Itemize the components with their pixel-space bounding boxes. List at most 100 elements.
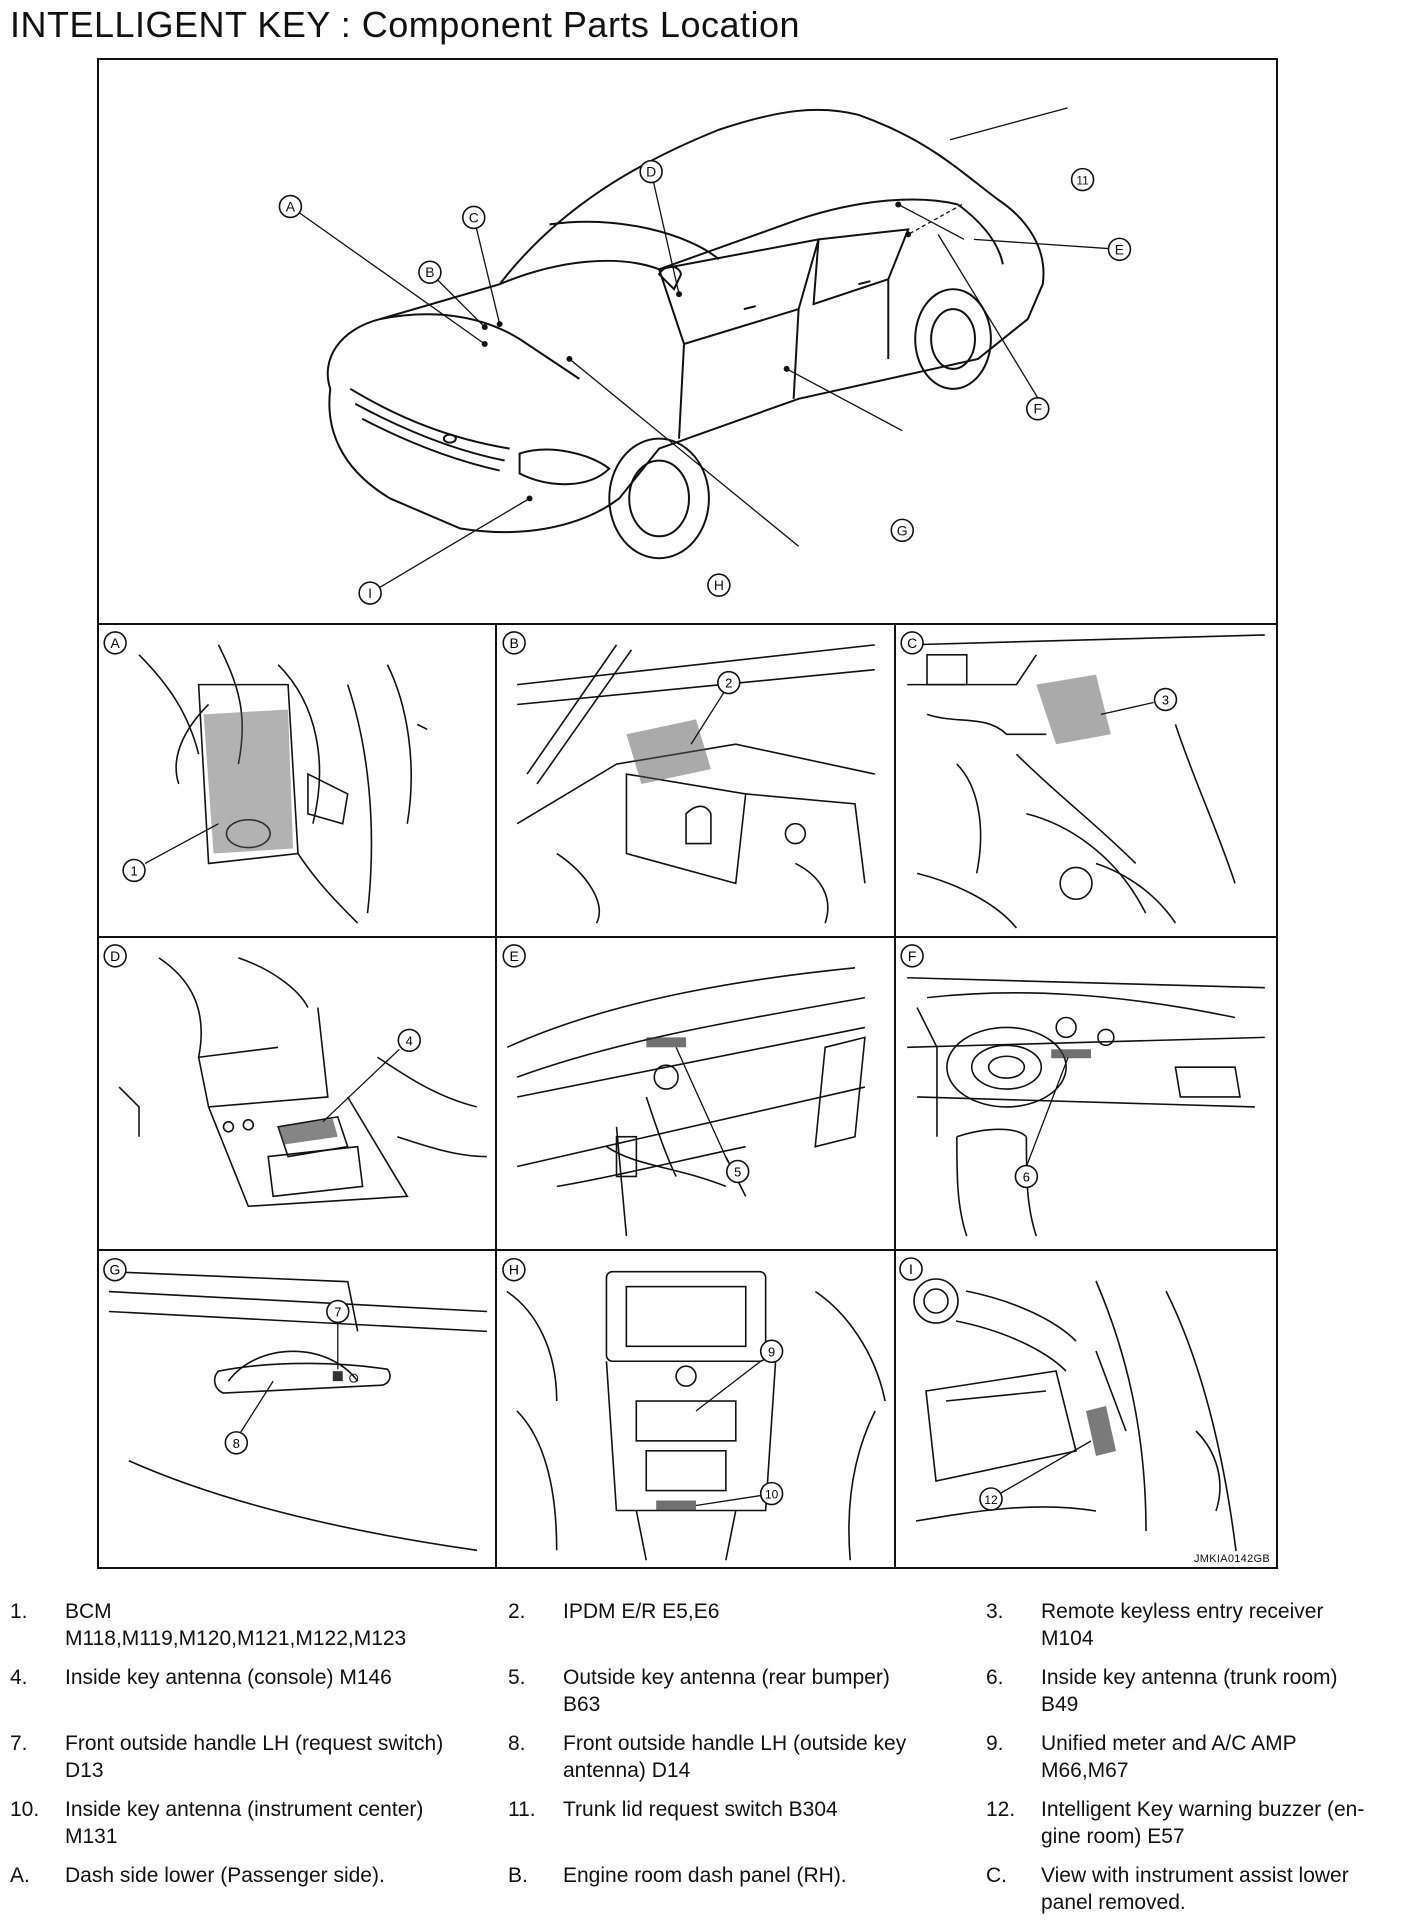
legend-number: 9. [986,1732,1004,1755]
legend-item: 10. Inside key antenna (instrument center… [10,1796,508,1850]
callout-overview-e [1107,237,1132,262]
legend-item: 7. Front outside handle LH (request switc… [10,1730,508,1784]
callout-overview-11 [1070,167,1095,192]
legend-item: 9. Unified meter and A/C AMP M66,M67 [986,1730,1400,1784]
vehicle-overview-drawing: A B C D E F G H I 11 [278,107,1132,605]
legend-text: IPDM E/R E5,E6 [563,1600,720,1623]
legend-item: 3. Remote keyless entry receiver M104 [986,1598,1400,1652]
callout-label: G [897,522,908,538]
legend-text: BCM M118,M119,M120,M121,M122,M123 [65,1600,407,1650]
legend-number: 8. [508,1732,526,1755]
callout-label: 12 [984,1493,998,1507]
legend-item: 11. Trunk lid request switch B304 [508,1796,986,1850]
legend: 1. BCM M118,M119,M120,M121,M122,M123 2. IP… [10,1598,1400,1928]
panel-letter: B [510,635,519,651]
detail-panel-a: A 1 [99,625,497,938]
page-title: INTELLIGENT KEY : Component Parts Locati… [10,4,801,45]
legend-item: B. Engine room dash panel (RH). [508,1862,986,1916]
legend-item: C. View with instrument assist lower pan… [986,1862,1400,1916]
legend-number: 4. [10,1666,28,1689]
panel-letter: G [110,1262,121,1278]
callout-label: 1 [130,863,137,878]
legend-row: 7. Front outside handle LH (request switc… [10,1730,1400,1784]
callout-label: I [368,585,372,601]
callout-label: 9 [768,1344,775,1359]
legend-number: 11. [508,1798,536,1821]
legend-text: Dash side lower (Passenger side). [65,1864,385,1887]
component-location-figure: A B C D E F G H I 11 [97,58,1278,1569]
legend-number: 5. [508,1666,526,1689]
legend-item: 4. Inside key antenna (console) M146 [10,1664,508,1718]
callout-label: 11 [1076,174,1089,188]
legend-row: 1. BCM M118,M119,M120,M121,M122,M123 2. IP… [10,1598,1400,1652]
callout-label: 5 [734,1164,741,1179]
legend-item: 5.Outside key antenna (rear bumper) B63 [508,1664,986,1718]
legend-number: 10. [10,1798,40,1821]
legend-number: C. [986,1864,1007,1887]
legend-number: 3. [986,1600,1004,1623]
legend-number: A. [10,1864,30,1887]
callout-label: H [714,577,724,593]
panel-letter: C [907,635,917,651]
panel-letter: A [111,635,121,651]
legend-item: 1. BCM M118,M119,M120,M121,M122,M123 [10,1598,508,1652]
detail-panel-i: I 12 [896,1251,1276,1567]
panel-letter: H [509,1262,519,1278]
legend-number: 1. [10,1600,28,1623]
detail-panel-grid: A 1 B 2 [99,625,1276,1567]
callout-overview-i [358,581,382,605]
legend-number: 2. [508,1600,526,1623]
detail-panel-h: H 9 10 [497,1251,896,1567]
callout-overview-d [639,159,663,184]
detail-panel-f: F 6 [896,938,1276,1251]
callout-overview-b [418,260,442,285]
detail-panel-b: B 2 [497,625,896,938]
detail-panel-d: D 4 [99,938,497,1251]
callout-label: 2 [725,676,732,691]
detail-panel-c: C 3 [896,625,1276,938]
callout-label: F [1033,401,1042,417]
legend-item: A. Dash side lower (Passenger side). [10,1862,508,1916]
legend-item: 8. Front outside handle LH (outside key a… [508,1730,986,1784]
legend-number: 7. [10,1732,28,1755]
panel-letter: I [909,1261,913,1277]
legend-text: Engine room dash panel (RH). [563,1864,847,1887]
callout-label: 7 [334,1304,341,1319]
panel-letter: E [510,948,519,964]
detail-panel-e: E 5 [497,938,896,1251]
callout-overview-a [278,194,303,219]
legend-number: 12. [986,1798,1016,1821]
callout-label: B [425,264,434,280]
callout-overview-g [890,518,914,543]
legend-item: 6. Inside key antenna (trunk room) B49 [986,1664,1400,1718]
legend-text: Front outside handle LH (request switch)… [65,1732,444,1782]
legend-item: 2. IPDM E/R E5,E6 [508,1598,986,1652]
legend-text: Unified meter and A/C AMP M66,M67 [1041,1732,1297,1782]
callout-label: 8 [233,1436,240,1451]
detail-panel-g: G 7 8 [99,1251,497,1567]
legend-text: Remote keyless entry receiver M104 [1041,1600,1324,1650]
panel-letter: D [110,948,120,964]
callout-label: E [1115,241,1124,257]
legend-text: Intelligent Key warning buzzer (en- gine… [1041,1798,1365,1848]
legend-text: Front outside handle LH (outside key ant… [563,1732,907,1782]
legend-row: A. Dash side lower (Passenger side). B. En… [10,1862,1400,1916]
legend-text: View with instrument assist lower panel … [1041,1864,1349,1914]
legend-row: 4. Inside key antenna (console) M146 5.Ou… [10,1664,1400,1718]
callout-label: D [646,164,656,180]
legend-text: Trunk lid request switch B304 [563,1798,838,1821]
callout-overview-c [462,205,486,230]
legend-number: B. [508,1864,528,1887]
legend-text: Inside key antenna (console) M146 [65,1666,392,1689]
callout-label: 4 [406,1033,413,1048]
panel-letter: F [908,948,917,964]
callout-label: 3 [1162,692,1169,707]
legend-text: Inside key antenna (trunk room) B49 [1041,1666,1338,1716]
callout-label: 10 [765,1488,779,1502]
legend-text: Inside key antenna (instrument center) M… [65,1798,424,1848]
legend-number: 6. [986,1666,1004,1689]
callout-label: C [469,209,479,225]
callout-label: 6 [1023,1169,1030,1184]
callout-overview-h [707,573,731,597]
legend-item: 12. Intelligent Key warning buzzer (en- g… [986,1796,1400,1850]
